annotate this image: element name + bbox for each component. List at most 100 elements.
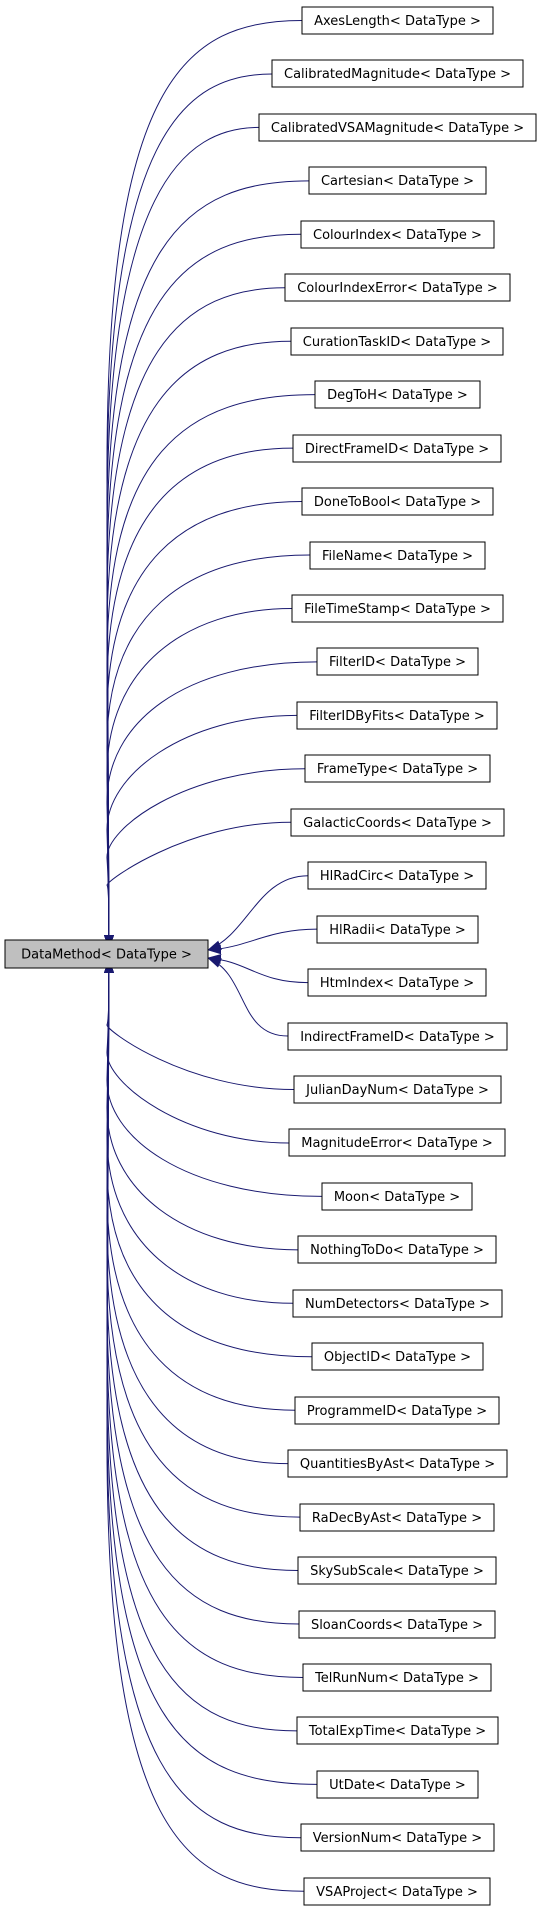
class-node-julian-day-num-box [293,1075,502,1104]
class-node-object-id[interactable]: ObjectID< DataType > [311,1342,484,1371]
class-node-colour-index[interactable]: ColourIndex< DataType > [300,220,495,249]
class-node-calibrated-vsa-magnitude-label: CalibratedVSAMagnitude< DataType > [271,121,524,136]
class-node-total-exp-time[interactable]: TotalExpTime< DataType > [296,1716,499,1745]
class-node-julian-day-num-label: JulianDayNum< DataType > [305,1083,489,1098]
class-node-total-exp-time-box [296,1716,499,1745]
class-node-axes-length[interactable]: AxesLength< DataType > [301,6,494,35]
inheritance-edge-hl-rad-circ [207,875,309,951]
class-node-file-time-stamp-label: FileTimeStamp< DataType > [304,602,491,617]
inheritance-edge-vsa-project [103,959,305,1892]
class-node-moon-label: Moon< DataType > [334,1190,460,1205]
class-node-ra-dec-by-ast-box [299,1503,495,1532]
class-node-hl-rad-circ[interactable]: HlRadCirc< DataType > [307,861,487,890]
class-node-nothing-to-do-label: NothingToDo< DataType > [310,1243,484,1258]
inheritance-edge-ut-date [103,959,318,1785]
inheritance-edge-ra-dec-by-ast [103,959,301,1518]
class-node-tel-run-num-box [302,1663,492,1692]
class-node-quantities-by-ast[interactable]: QuantitiesByAst< DataType > [287,1449,508,1478]
class-node-file-time-stamp[interactable]: FileTimeStamp< DataType > [291,594,504,623]
class-node-frame-type[interactable]: FrameType< DataType > [304,754,491,783]
inheritance-edge-sky-sub-scale [103,959,299,1572]
class-node-cartesian-label: Cartesian< DataType > [321,174,474,189]
class-node-version-num[interactable]: VersionNum< DataType > [300,1823,495,1852]
class-node-num-detectors-label: NumDetectors< DataType > [305,1297,490,1312]
class-node-object-id-label: ObjectID< DataType > [324,1350,471,1365]
class-node-moon-box [321,1182,473,1211]
class-node-magnitude-error-label: MagnitudeError< DataType > [301,1136,493,1151]
class-node-version-num-box [300,1823,495,1852]
class-node-calibrated-magnitude[interactable]: CalibratedMagnitude< DataType > [271,59,524,88]
class-node-moon[interactable]: Moon< DataType > [321,1182,473,1211]
base-class-node[interactable]: DataMethod< DataType > [4,939,209,969]
class-node-calibrated-magnitude-box [271,59,524,88]
class-node-num-detectors-box [292,1289,503,1318]
class-node-indirect-frame-id-box [287,1022,508,1051]
class-node-vsa-project-box [303,1877,491,1906]
class-node-magnitude-error[interactable]: MagnitudeError< DataType > [288,1128,506,1157]
class-node-ra-dec-by-ast[interactable]: RaDecByAst< DataType > [299,1503,495,1532]
class-node-hl-radii-label: HlRadii< DataType > [329,923,466,938]
class-node-vsa-project[interactable]: VSAProject< DataType > [303,1877,491,1906]
class-node-colour-index-label: ColourIndex< DataType > [313,228,482,243]
class-node-curation-task-id[interactable]: CurationTaskID< DataType > [290,327,504,356]
class-node-filter-id[interactable]: FilterID< DataType > [316,647,479,676]
class-node-htm-index-label: HtmIndex< DataType > [320,976,474,991]
class-node-htm-index[interactable]: HtmIndex< DataType > [307,968,487,997]
class-node-frame-type-box [304,754,491,783]
class-node-nothing-to-do[interactable]: NothingToDo< DataType > [297,1235,497,1264]
class-node-cartesian[interactable]: Cartesian< DataType > [308,166,487,195]
class-node-done-to-bool[interactable]: DoneToBool< DataType > [301,487,494,516]
class-node-filter-id-by-fits-box [296,701,498,730]
class-node-version-num-label: VersionNum< DataType > [313,1831,482,1846]
class-node-frame-type-label: FrameType< DataType > [317,762,478,777]
class-nodes: AxesLength< DataType > CalibratedMagnitud… [4,6,537,1906]
class-node-hl-radii[interactable]: HlRadii< DataType > [316,915,479,944]
class-node-programme-id[interactable]: ProgrammeID< DataType > [294,1396,500,1425]
class-node-sky-sub-scale[interactable]: SkySubScale< DataType > [297,1556,497,1585]
class-node-tel-run-num-label: TelRunNum< DataType > [314,1671,479,1686]
class-node-galactic-coords-box [290,808,505,837]
class-node-programme-id-label: ProgrammeID< DataType > [307,1404,487,1419]
class-node-indirect-frame-id-label: IndirectFrameID< DataType > [300,1030,495,1045]
class-node-hl-rad-circ-label: HlRadCirc< DataType > [320,869,474,884]
class-node-file-name[interactable]: FileName< DataType > [309,541,486,570]
class-node-colour-index-error[interactable]: ColourIndexError< DataType > [284,273,511,302]
class-node-tel-run-num[interactable]: TelRunNum< DataType > [302,1663,492,1692]
class-node-deg-to-h[interactable]: DegToH< DataType > [314,380,481,409]
class-node-quantities-by-ast-label: QuantitiesByAst< DataType > [300,1457,495,1472]
class-node-file-time-stamp-box [291,594,504,623]
inheritance-edge-programme-id [103,959,296,1411]
class-node-ut-date[interactable]: UtDate< DataType > [316,1770,479,1799]
class-node-ut-date-label: UtDate< DataType > [329,1778,466,1793]
base-class-node-label: DataMethod< DataType > [21,948,192,963]
class-node-programme-id-box [294,1396,500,1425]
class-node-filter-id-by-fits-label: FilterIDByFits< DataType > [309,709,485,724]
class-node-filter-id-box [316,647,479,676]
class-node-cartesian-box [308,166,487,195]
class-node-galactic-coords[interactable]: GalacticCoords< DataType > [290,808,505,837]
class-node-direct-frame-id[interactable]: DirectFrameID< DataType > [292,434,502,463]
inheritance-edge-magnitude-error [103,959,290,1144]
class-node-sloan-coords[interactable]: SloanCoords< DataType > [298,1610,496,1639]
class-node-sky-sub-scale-label: SkySubScale< DataType > [310,1564,484,1579]
class-node-deg-to-h-box [314,380,481,409]
class-node-object-id-box [311,1342,484,1371]
class-node-indirect-frame-id[interactable]: IndirectFrameID< DataType > [287,1022,508,1051]
class-node-galactic-coords-label: GalacticCoords< DataType > [303,816,492,831]
class-node-julian-day-num[interactable]: JulianDayNum< DataType > [293,1075,502,1104]
class-node-calibrated-vsa-magnitude[interactable]: CalibratedVSAMagnitude< DataType > [258,113,537,142]
inheritance-edge-calibrated-vsa-magnitude [103,126,260,949]
inheritance-edge-num-detectors [103,959,294,1304]
class-node-done-to-bool-box [301,487,494,516]
class-node-sloan-coords-label: SloanCoords< DataType > [311,1618,483,1633]
class-node-filter-id-by-fits[interactable]: FilterIDByFits< DataType > [296,701,498,730]
base-class-node-box [4,939,209,969]
class-node-magnitude-error-box [288,1128,506,1157]
class-node-done-to-bool-label: DoneToBool< DataType > [314,495,481,510]
class-node-num-detectors[interactable]: NumDetectors< DataType > [292,1289,503,1318]
class-node-direct-frame-id-label: DirectFrameID< DataType > [305,442,489,457]
inheritance-edge-calibrated-magnitude [103,73,273,949]
class-node-direct-frame-id-box [292,434,502,463]
inheritance-edge-nothing-to-do [103,959,299,1251]
class-node-axes-length-label: AxesLength< DataType > [314,14,481,29]
